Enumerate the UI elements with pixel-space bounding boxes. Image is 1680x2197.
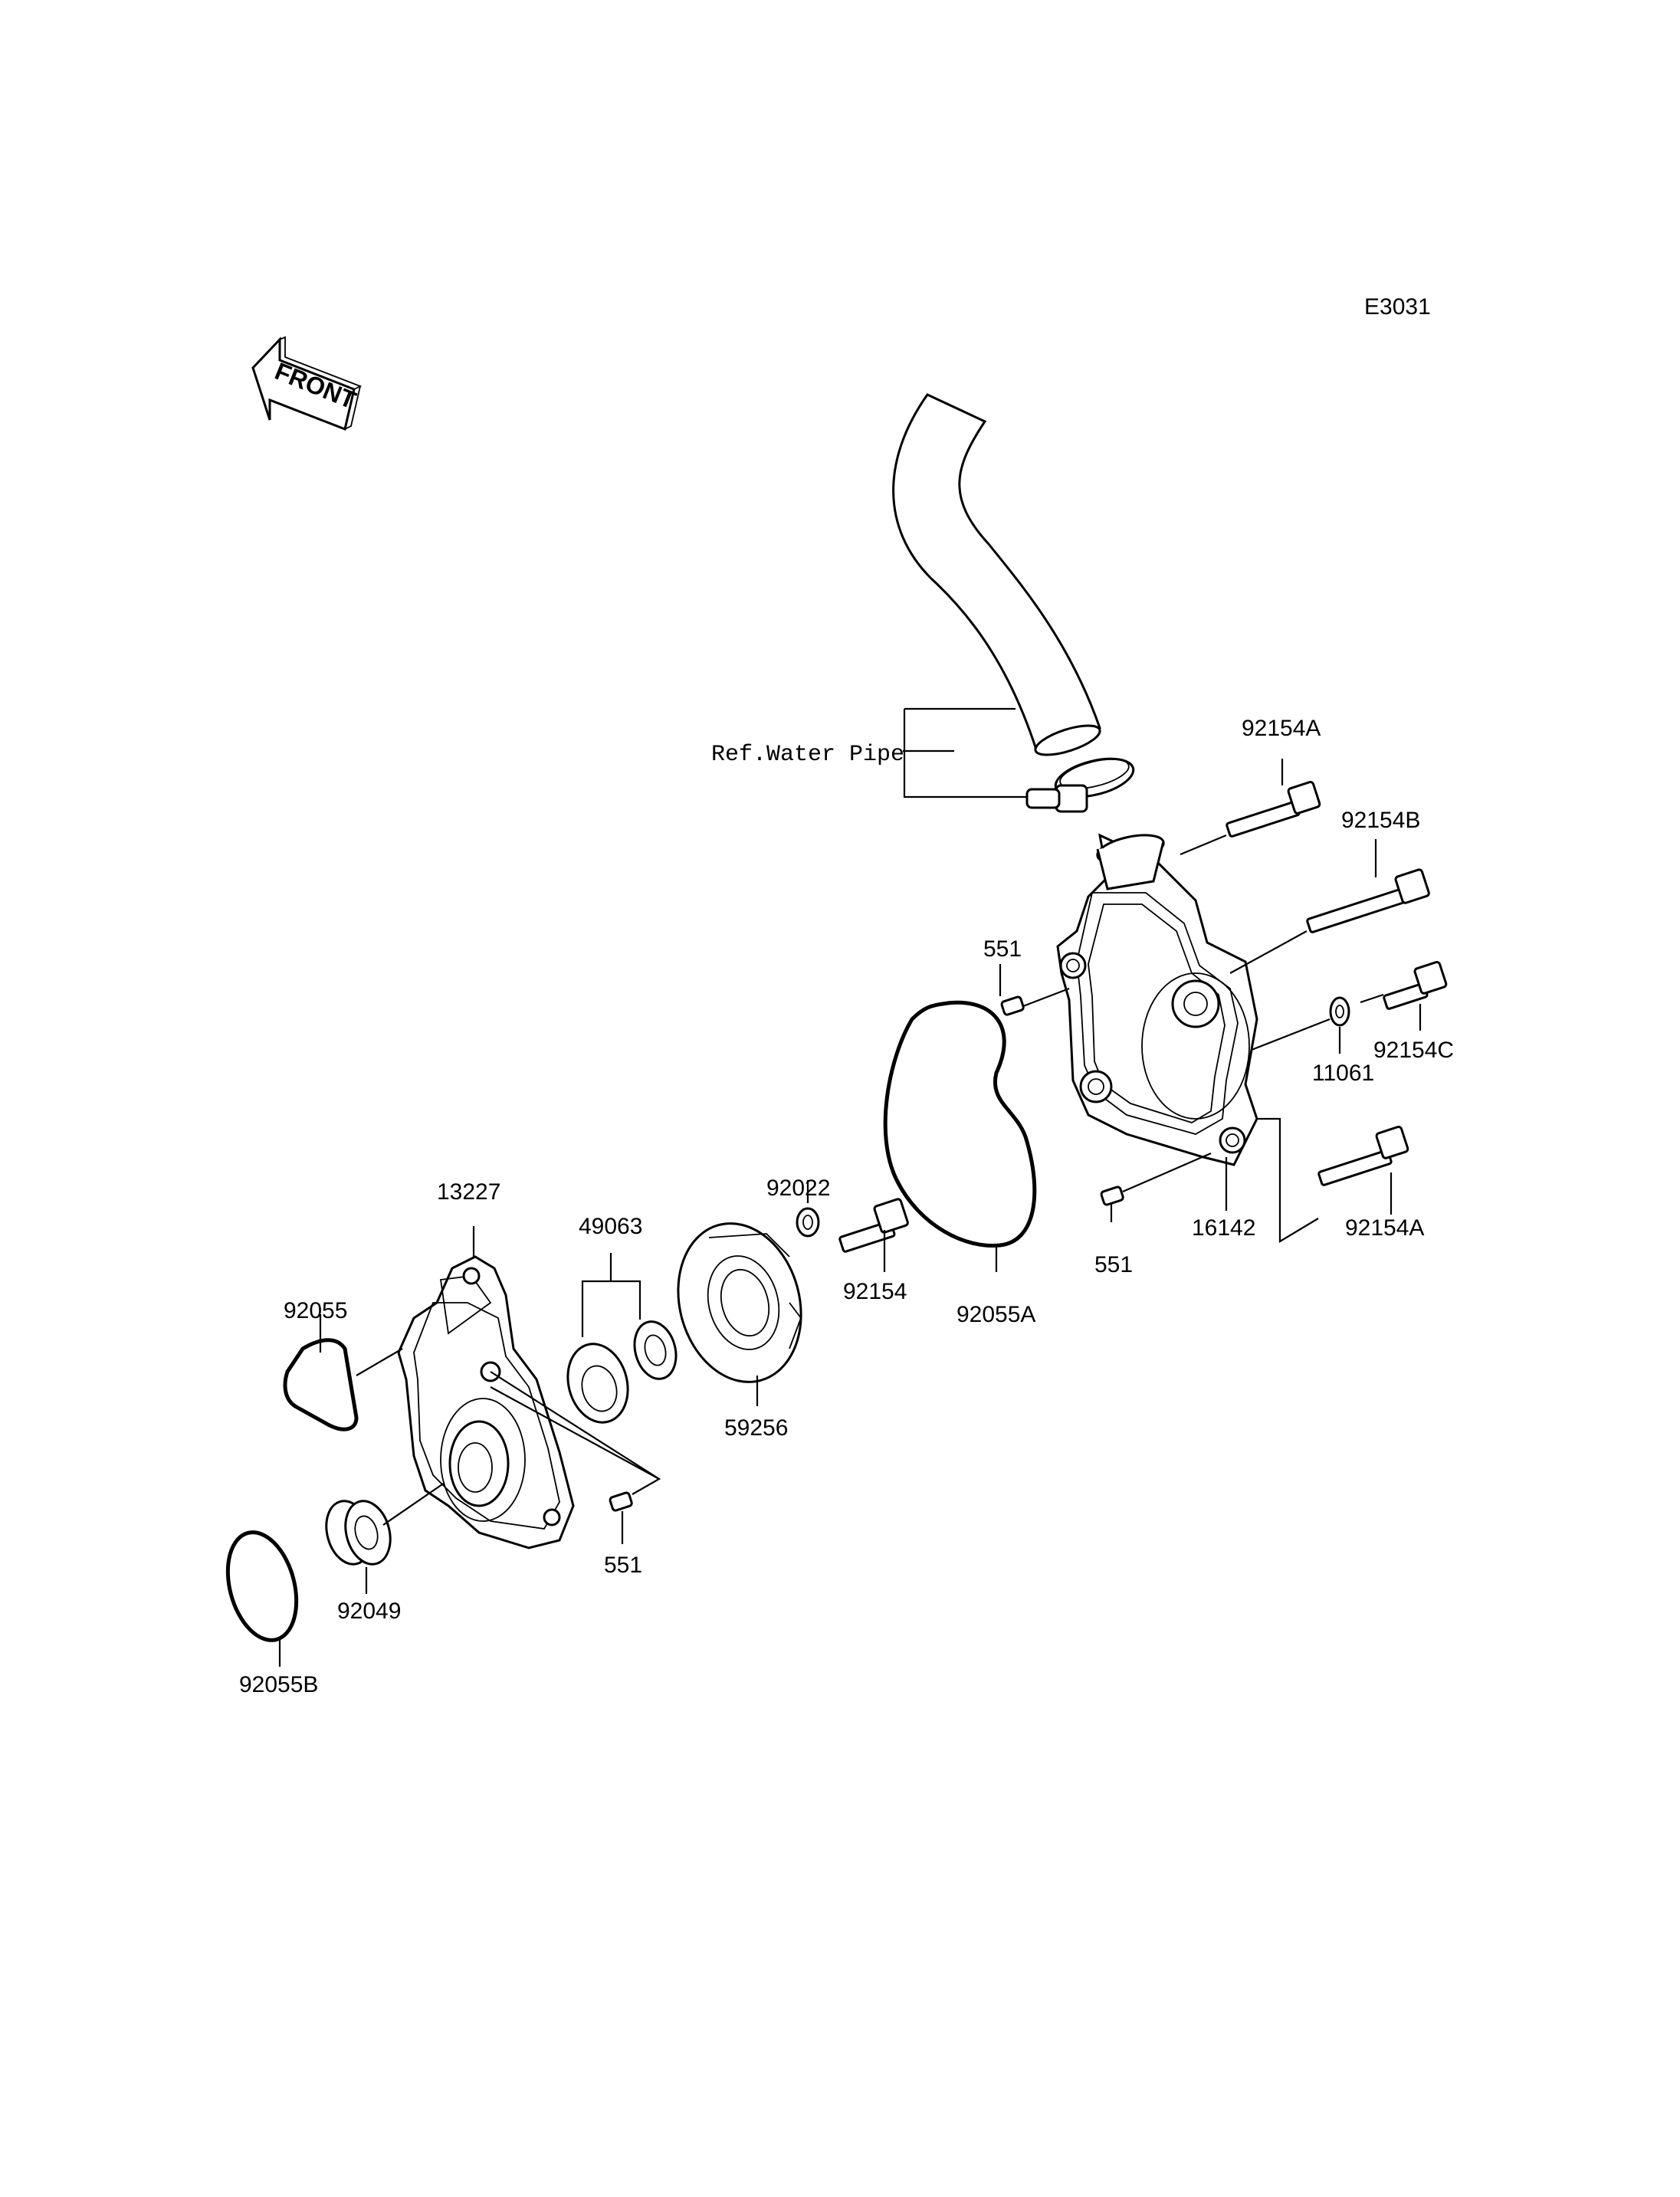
oil-seal-92049 (325, 1500, 392, 1566)
part-label-92154C: 92154C (1373, 1038, 1454, 1063)
part-label-92055B: 92055B (239, 1672, 318, 1697)
part-label-92154B: 92154B (1341, 808, 1420, 833)
leader-lines (278, 707, 1422, 1667)
bolt-92154A-top (1226, 781, 1321, 838)
hose-clamp (1025, 757, 1135, 813)
part-label-59256: 59256 (724, 1415, 788, 1441)
o-ring-92055B (225, 1530, 299, 1642)
part-label-92154A-bottom: 92154A (1345, 1215, 1424, 1241)
dowel-pin-551-mid (1100, 1185, 1124, 1206)
ref-water-pipe-label: Ref.Water Pipe (711, 742, 904, 768)
part-label-11061: 11061 (1312, 1061, 1374, 1086)
washer-11061 (1329, 996, 1350, 1027)
mechanical-seal-49063 (566, 1320, 678, 1424)
bolt-92154A-bottom (1317, 1126, 1409, 1186)
o-ring-92055A (883, 1000, 1037, 1248)
water-pump-body-13227 (397, 1255, 575, 1549)
part-label-92055A: 92055A (956, 1302, 1035, 1327)
part-label-16142: 16142 (1192, 1215, 1255, 1241)
part-label-92022: 92022 (766, 1176, 830, 1201)
part-label-49063: 49063 (579, 1214, 642, 1239)
water-pipe (892, 393, 1101, 756)
part-label-92049: 92049 (337, 1599, 401, 1624)
part-label-551-bottom: 551 (604, 1553, 642, 1578)
o-ring-92055 (283, 1338, 359, 1431)
diagram-code: E3031 (1364, 294, 1431, 320)
bolt-92154B (1306, 868, 1430, 933)
washer-92022 (796, 1207, 820, 1238)
front-arrow-icon: FRONT (251, 336, 363, 431)
impeller-59256 (677, 1222, 802, 1383)
part-label-551-mid: 551 (1094, 1252, 1133, 1277)
part-label-92055: 92055 (284, 1298, 347, 1323)
part-label-13227: 13227 (437, 1179, 500, 1205)
dowel-pin-551-bottom (609, 1491, 633, 1512)
bolt-92154 (838, 1198, 909, 1253)
bolt-92154C (1383, 961, 1448, 1010)
part-label-92154A-top: 92154A (1242, 716, 1321, 741)
part-label-92154: 92154 (843, 1279, 907, 1304)
water-pump-cover (1056, 833, 1258, 1166)
dowel-pin-551-top (1000, 995, 1025, 1016)
part-label-551-top: 551 (983, 936, 1022, 962)
